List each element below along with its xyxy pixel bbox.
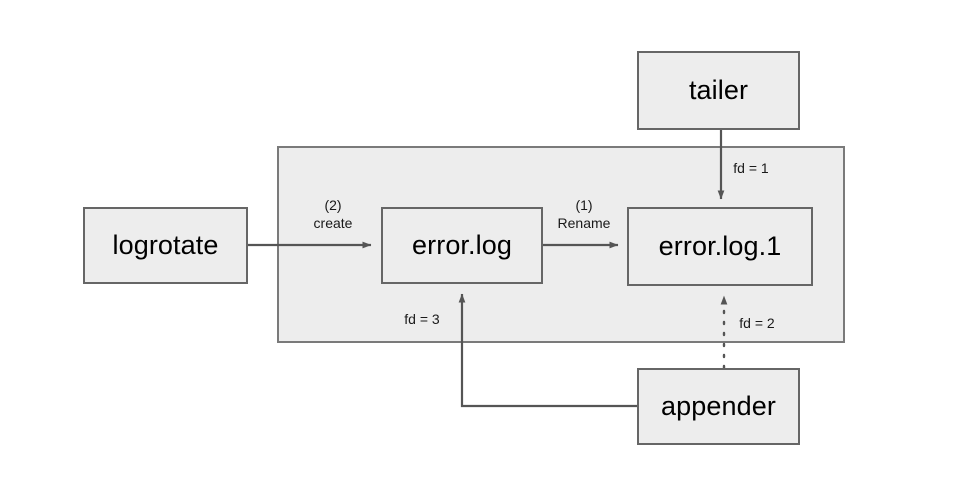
edge-label-rename-index: (1) [575, 197, 593, 213]
edge-label-fd2: fd = 2 [697, 315, 817, 333]
node-tailer-label: tailer [688, 75, 749, 105]
edge-label-fd3: fd = 3 [362, 311, 482, 329]
node-tailer[interactable]: tailer [637, 51, 800, 130]
edge-label-fd2-text: fd = 2 [739, 315, 775, 331]
node-error-log-label: error.log [412, 230, 512, 260]
edge-label-fd3-text: fd = 3 [404, 311, 440, 327]
edge-fd3 [458, 293, 637, 408]
edge-label-rename: (1) Rename [524, 196, 644, 232]
node-error-log-1-label: error.log.1 [658, 231, 782, 261]
edge-label-fd1-text: fd = 1 [733, 160, 769, 176]
node-logrotate-label: logrotate [112, 230, 219, 260]
node-error-log-1[interactable]: error.log.1 [627, 207, 813, 286]
edge-label-create-index: (2) [324, 197, 342, 213]
node-appender-label: appender [661, 391, 776, 421]
edge-label-fd1: fd = 1 [691, 160, 811, 178]
node-appender[interactable]: appender [637, 368, 800, 445]
edge-label-create: (2) create [273, 196, 393, 232]
edge-label-rename-text: Rename [557, 215, 611, 232]
node-logrotate[interactable]: logrotate [83, 207, 248, 284]
edge-label-create-text: create [313, 215, 353, 232]
node-error-log[interactable]: error.log [381, 207, 543, 284]
